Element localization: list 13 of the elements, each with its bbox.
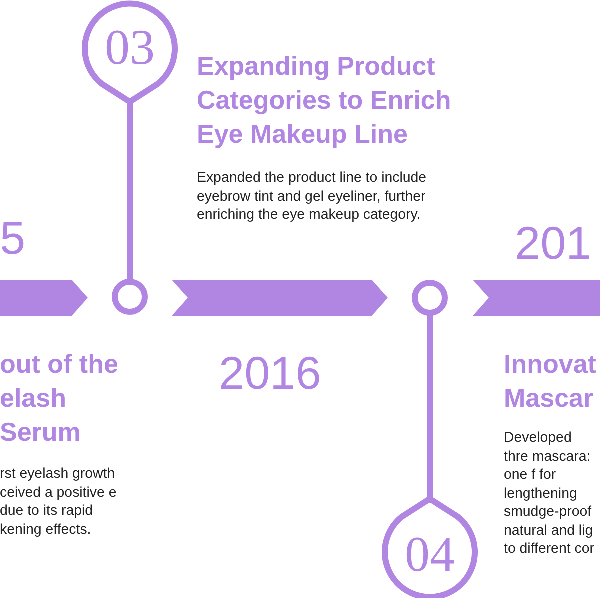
event-description: Developed thre mascara: one f for lengthening smudge-proof natural and lig to different cor: [504, 429, 596, 558]
event-heading: Innovat Mascar: [504, 348, 598, 415]
connector-line: [427, 314, 433, 499]
step-number: 04: [404, 529, 456, 579]
year-label: 5: [0, 215, 27, 261]
step-number: 03: [104, 22, 156, 72]
year-label: 201: [515, 220, 593, 266]
event-description: Expanded the product line to include eyebrow tint and gel eyeliner, further enriching the eye makeup category.: [197, 169, 428, 224]
event-heading: Expanding Product Categories to Enrich Eye Makeup Line: [197, 50, 452, 151]
event-heading: out of the elash Serum: [0, 348, 120, 449]
connector-line: [127, 103, 133, 282]
year-label: 2016: [219, 350, 322, 396]
event-description: rst eyelash growth ceived a positive e due to its rapid kening effects.: [0, 465, 118, 539]
